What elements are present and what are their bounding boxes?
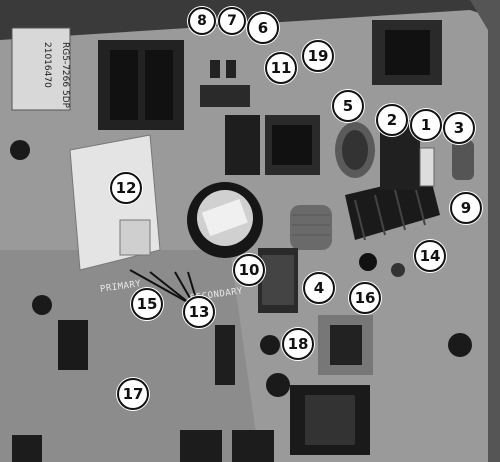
sticker-text-1: RG5-7266 5DP [60,42,70,109]
callout-8: 8 [188,7,216,35]
sticker-text-2: 21016470 [42,42,52,88]
callout-14: 14 [414,240,446,272]
callout-13: 13 [183,296,215,328]
callout-3: 3 [443,112,475,144]
callout-16: 16 [349,282,381,314]
sticker-label-2: 21016470 [42,42,52,88]
callout-2: 2 [376,104,408,136]
callout-9: 9 [450,192,482,224]
callout-18: 18 [282,328,314,360]
callout-7: 7 [218,7,246,35]
callout-19: 19 [302,40,334,72]
sticker-label: RG5-7266 5DP [60,42,70,108]
callout-12: 12 [110,172,142,204]
callout-11: 11 [265,52,297,84]
callout-1: 1 [410,109,442,141]
callout-4: 4 [303,272,335,304]
callout-17: 17 [117,378,149,410]
callout-5: 5 [332,90,364,122]
callout-6: 6 [247,12,279,44]
callout-15: 15 [131,288,163,320]
callout-10: 10 [233,254,265,286]
